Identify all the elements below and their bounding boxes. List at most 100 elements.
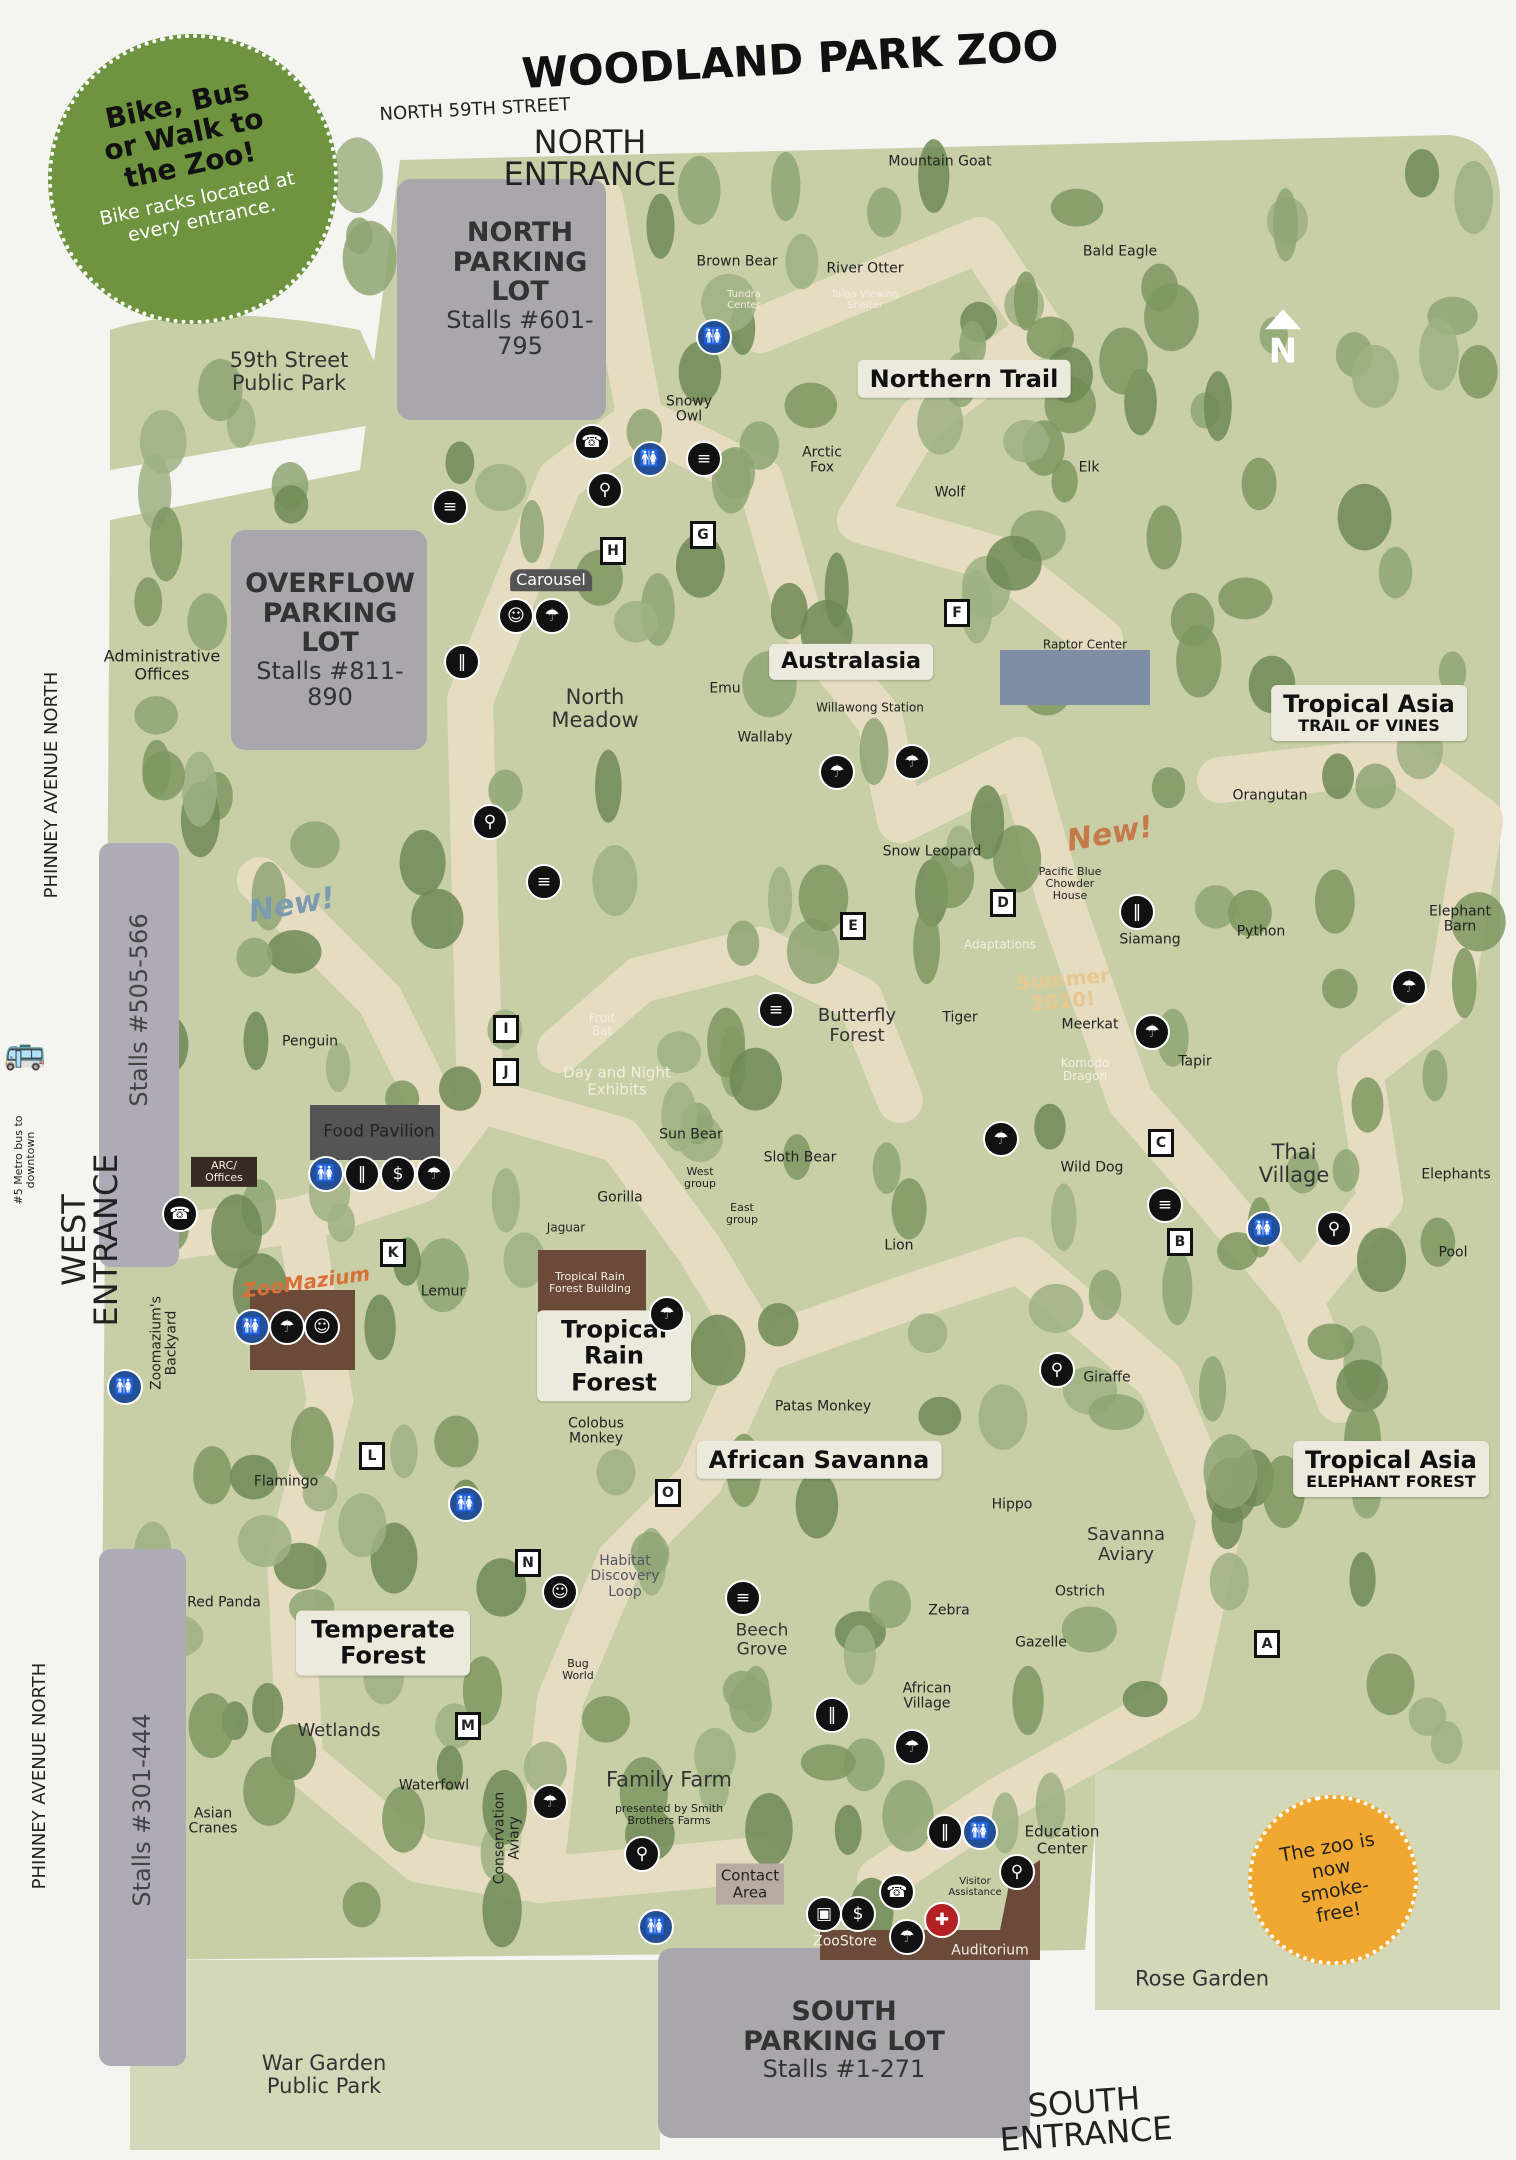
food-icon[interactable]: ‖ [444, 644, 480, 680]
animal-sloth-bear[interactable]: Sloth Bear [763, 1149, 837, 1166]
animal-siamang[interactable]: Siamang [1119, 931, 1181, 948]
animal-snowy-owl[interactable]: Snowy Owl [665, 393, 713, 425]
umbrella-icon[interactable]: ☂ [819, 754, 855, 790]
atm-icon[interactable]: $ [840, 1896, 876, 1932]
animal-asian-cranes[interactable]: Asian Cranes [188, 1805, 238, 1837]
marker-i[interactable]: I [493, 1015, 519, 1043]
marker-e[interactable]: E [840, 912, 866, 940]
restroom-icon[interactable]: 🚻 [638, 1909, 674, 1945]
restroom-icon[interactable]: 🚻 [107, 1369, 143, 1405]
animal-flamingo[interactable]: Flamingo [253, 1473, 319, 1490]
umbrella-icon[interactable]: ☂ [534, 598, 570, 634]
animal-snow-leopard[interactable]: Snow Leopard [882, 843, 982, 860]
region-northern-trail[interactable]: Northern Trail [857, 359, 1071, 399]
animal-river-otter[interactable]: River Otter [826, 260, 904, 277]
marker-b[interactable]: B [1167, 1228, 1193, 1256]
marker-m[interactable]: M [455, 1712, 481, 1740]
region-temperate-forest[interactable]: Temperate Forest [296, 1610, 470, 1676]
picnic-table-icon[interactable]: ≡ [758, 992, 794, 1028]
animal-giraffe[interactable]: Giraffe [1083, 1369, 1131, 1386]
pacific-blue-chowder-house[interactable]: Pacific Blue Chowder House [1038, 864, 1102, 903]
marker-o[interactable]: O [655, 1479, 681, 1507]
animal-jaguar[interactable]: Jaguar [546, 1220, 586, 1235]
umbrella-icon[interactable]: ☂ [416, 1156, 452, 1192]
marker-k[interactable]: K [380, 1239, 406, 1267]
umbrella-icon[interactable]: ☂ [894, 1729, 930, 1765]
animal-lemur[interactable]: Lemur [420, 1283, 466, 1300]
drinking-fountain-icon[interactable]: ⚲ [1316, 1211, 1352, 1247]
play-area-icon[interactable]: ☺ [542, 1574, 578, 1610]
picnic-table-icon[interactable]: ≡ [1147, 1187, 1183, 1223]
animal-wallaby[interactable]: Wallaby [737, 729, 793, 746]
umbrella-icon[interactable]: ☂ [269, 1309, 305, 1345]
restroom-icon[interactable]: 🚻 [962, 1814, 998, 1850]
atm-icon[interactable]: $ [380, 1156, 416, 1192]
zoostore[interactable]: ZooStore [813, 1933, 877, 1950]
play-area-icon[interactable]: ☺ [498, 598, 534, 634]
food-icon[interactable]: ‖ [814, 1697, 850, 1733]
marker-c[interactable]: C [1148, 1129, 1174, 1157]
animal-meerkat[interactable]: Meerkat [1061, 1016, 1119, 1033]
umbrella-icon[interactable]: ☂ [894, 744, 930, 780]
animal-lion[interactable]: Lion [884, 1237, 914, 1254]
animal-gorilla[interactable]: Gorilla [597, 1189, 643, 1206]
animal-elephants[interactable]: Elephants [1421, 1166, 1491, 1183]
animal-zebra[interactable]: Zebra [928, 1602, 970, 1619]
marker-f[interactable]: F [944, 599, 970, 627]
food-icon[interactable]: ‖ [344, 1156, 380, 1192]
animal-wolf[interactable]: Wolf [934, 484, 966, 501]
animal-elk[interactable]: Elk [1078, 459, 1100, 476]
first-aid-icon[interactable]: ✚ [924, 1902, 960, 1938]
carousel[interactable]: Carousel [510, 569, 592, 591]
animal-hippo[interactable]: Hippo [991, 1496, 1033, 1513]
food-pavilion[interactable]: Food Pavilion [323, 1121, 435, 1142]
animal-bald-eagle[interactable]: Bald Eagle [1082, 243, 1158, 260]
play-area-icon[interactable]: ☺ [304, 1309, 340, 1345]
animal-ostrich[interactable]: Ostrich [1054, 1583, 1106, 1600]
marker-d[interactable]: D [990, 889, 1016, 917]
marker-j[interactable]: J [493, 1058, 519, 1086]
umbrella-icon[interactable]: ☂ [983, 1121, 1019, 1157]
marker-l[interactable]: L [359, 1442, 385, 1470]
animal-wild-dog[interactable]: Wild Dog [1060, 1159, 1124, 1176]
picnic-table-icon[interactable]: ≡ [526, 864, 562, 900]
animal-emu[interactable]: Emu [709, 680, 741, 697]
animal-fruit-bat[interactable]: Fruit Bat [588, 1010, 616, 1038]
animal-sun-bear[interactable]: Sun Bear [659, 1126, 723, 1143]
animal-tiger[interactable]: Tiger [942, 1009, 978, 1026]
picnic-table-icon[interactable]: ≡ [725, 1580, 761, 1616]
marker-g[interactable]: G [690, 521, 716, 549]
animal-red-panda[interactable]: Red Panda [187, 1594, 261, 1611]
animal-gazelle[interactable]: Gazelle [1015, 1634, 1067, 1651]
animal-arctic-fox[interactable]: Arctic Fox [802, 444, 842, 476]
animal-penguin[interactable]: Penguin [282, 1033, 338, 1050]
animal-tapir[interactable]: Tapir [1178, 1053, 1212, 1070]
restroom-icon[interactable]: 🚻 [234, 1309, 270, 1345]
drinking-fountain-icon[interactable]: ⚲ [472, 804, 508, 840]
animal-python[interactable]: Python [1236, 923, 1286, 940]
picnic-table-icon[interactable]: ≡ [686, 441, 722, 477]
phone-icon[interactable]: ☎ [162, 1196, 198, 1232]
umbrella-icon[interactable]: ☂ [649, 1296, 685, 1332]
animal-patas-monkey[interactable]: Patas Monkey [774, 1398, 872, 1415]
restroom-icon[interactable]: 🚻 [308, 1156, 344, 1192]
food-icon[interactable]: ‖ [1119, 894, 1155, 930]
marker-n[interactable]: N [515, 1549, 541, 1577]
region-african-savanna[interactable]: African Savanna [696, 1440, 942, 1480]
restroom-icon[interactable]: 🚻 [448, 1486, 484, 1522]
drinking-fountain-icon[interactable]: ⚲ [999, 1854, 1035, 1890]
phone-icon[interactable]: ☎ [574, 424, 610, 460]
umbrella-icon[interactable]: ☂ [1391, 969, 1427, 1005]
umbrella-icon[interactable]: ☂ [532, 1784, 568, 1820]
restroom-icon[interactable]: 🚻 [696, 319, 732, 355]
phone-icon[interactable]: ☎ [879, 1874, 915, 1910]
marker-a[interactable]: A [1254, 1630, 1280, 1658]
animal-waterfowl[interactable]: Waterfowl [398, 1777, 470, 1794]
animal-orangutan[interactable]: Orangutan [1232, 787, 1308, 804]
stroller-rental-icon[interactable]: ▣ [806, 1896, 842, 1932]
animal-brown-bear[interactable]: Brown Bear [696, 253, 778, 270]
visitor-assistance[interactable]: Visitor Assistance [948, 1876, 1002, 1898]
picnic-table-icon[interactable]: ≡ [432, 489, 468, 525]
